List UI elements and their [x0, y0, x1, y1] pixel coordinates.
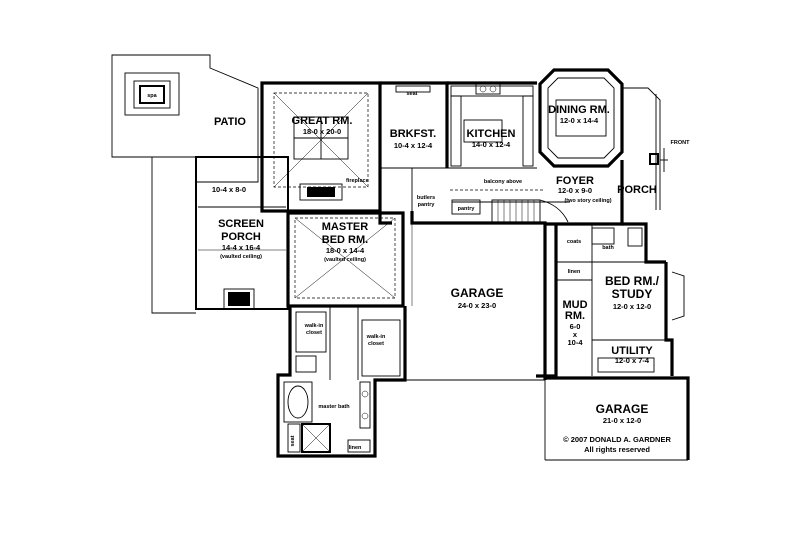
foyer-note: (two story ceiling)	[564, 198, 611, 204]
screen-porch-note: (vaulted ceiling)	[220, 254, 262, 260]
mud-label-2: RM.	[565, 310, 585, 322]
foyer-label: FOYER	[556, 175, 594, 187]
seat-bath-label: seat	[290, 435, 296, 446]
seat-top-label: seat	[406, 91, 417, 97]
walkin-right-1: walk-in	[366, 334, 386, 340]
dining-label: DINING RM.	[548, 104, 610, 116]
master-bed-label-1: MASTER	[322, 221, 369, 233]
kitchen-dims: 14-0 x 12-4	[472, 140, 511, 149]
balcony-label: balcony above	[484, 179, 522, 185]
master-bed-note: (vaulted ceiling)	[324, 257, 366, 263]
coats-label: coats	[567, 239, 581, 245]
bed-study-dims: 12-0 x 12-0	[613, 302, 651, 311]
mud-dims-3: 10-4	[567, 338, 583, 347]
fireplace-label: fireplace	[346, 178, 369, 184]
utility-label: UTILITY	[611, 345, 653, 357]
porch-label: PORCH	[617, 184, 657, 196]
mud-dims-1: 6-0	[570, 322, 581, 331]
walkin-left-2: closet	[306, 330, 322, 336]
master-bed-label-2: BED RM.	[322, 234, 368, 246]
foyer-dims: 12-0 x 9-0	[558, 186, 592, 195]
bed-study-label-1: BED RM./	[605, 274, 660, 288]
screen-porch-label-2: PORCH	[221, 231, 261, 243]
dining-room-walls	[538, 68, 624, 168]
bath-label: bath	[602, 245, 614, 251]
spa	[124, 72, 180, 116]
right-wing-walls	[536, 222, 685, 378]
garage-main-dims: 24-0 x 23-0	[458, 301, 496, 310]
garage-main-walls	[405, 223, 545, 381]
kitchen-label: KITCHEN	[467, 128, 516, 140]
front-porch	[622, 87, 668, 210]
linen-hall-label: linen	[568, 269, 581, 275]
butlers-label: butlers	[417, 195, 435, 201]
breakfast-dims: 10-4 x 12-4	[394, 141, 433, 150]
pantry-label: pantry	[458, 206, 476, 212]
screen-porch-dims: 14-4 x 16-4	[222, 243, 261, 252]
walkin-left-1: walk-in	[304, 323, 324, 329]
screen-porch-label-1: SCREEN	[218, 218, 264, 230]
patio-label: PATIO	[214, 116, 246, 128]
master-bath-walls	[276, 306, 407, 458]
breakfast-label: BRKFST.	[390, 128, 436, 140]
patio-slab	[111, 54, 259, 314]
great-room-walls	[260, 81, 382, 213]
deck-dims: 10-4 x 8-0	[212, 185, 246, 194]
copyright-line-1: © 2007 DONALD A. GARDNER	[563, 435, 671, 444]
master-bed-dims: 18-0 x 14-4	[326, 246, 365, 255]
garage-small-dims: 21-0 x 12-0	[603, 416, 641, 425]
copyright-line-2: All rights reserved	[584, 445, 650, 454]
mud-label-1: MUD	[562, 299, 587, 311]
master-bedroom-walls	[286, 211, 405, 308]
garage-small-walls	[544, 376, 690, 461]
walkin-right-2: closet	[368, 341, 384, 347]
mud-dims-2: x	[573, 330, 578, 339]
butlers-pantry-label: pantry	[418, 202, 436, 208]
foyer-and-stairs	[378, 160, 624, 380]
bed-study-label-2: STUDY	[612, 287, 653, 301]
master-bath-label: master bath	[318, 404, 350, 410]
great-room-label: GREAT RM.	[292, 115, 353, 127]
kitchen-walls	[447, 81, 537, 169]
great-room-dims: 18-0 x 20-0	[303, 127, 341, 136]
spa-label: spa	[147, 93, 157, 99]
utility-dims: 12-0 x 7-4	[615, 356, 650, 365]
front-label: FRONT	[671, 140, 691, 146]
garage-main-label: GARAGE	[451, 286, 504, 300]
garage-small-label: GARAGE	[596, 402, 649, 416]
dining-dims: 12-0 x 14-4	[560, 116, 599, 125]
room-labels: PATIO spa GREAT RM. 18-0 x 20-0 fireplac…	[147, 91, 690, 454]
linen-bath-label: linen	[349, 445, 362, 451]
